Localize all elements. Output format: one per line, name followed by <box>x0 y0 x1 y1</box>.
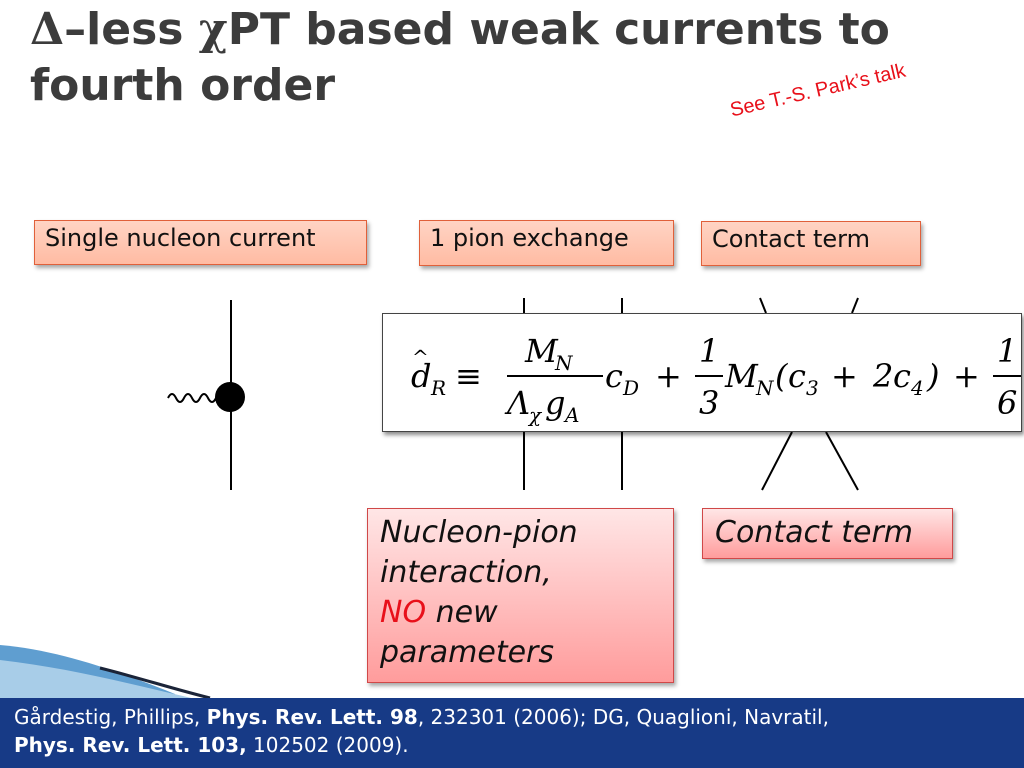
ref-journal2: Phys. Rev. Lett. 103, <box>14 733 247 757</box>
formula-plus1: + <box>655 357 682 395</box>
formula-frac2-num: 1 <box>699 332 719 370</box>
formula-lhs-d: d <box>411 357 431 395</box>
slide-title: Δ–less χPT based weak currents to fourth… <box>30 2 930 114</box>
ref-authors1: Gårdestig, Phillips, <box>14 705 207 729</box>
formula-c4: c <box>893 357 911 395</box>
contact-term-text: Contact term <box>715 515 914 550</box>
contact-line-top-left <box>759 297 767 314</box>
formula-frac1-den-gsub: A <box>563 403 579 427</box>
formula-two: 2 <box>872 357 893 395</box>
contact-line-bottom-right <box>825 431 859 491</box>
title-part2: PT based weak currents to fourth order <box>30 4 890 111</box>
formula-frac2-den: 3 <box>699 384 719 422</box>
title-chi: χ <box>198 4 228 55</box>
formula-c3-sub: 3 <box>806 376 819 400</box>
decorative-swoosh-dark <box>99 666 211 700</box>
np-line2: interaction, <box>380 555 552 590</box>
photon-wavy-line <box>167 393 224 403</box>
ref-rest2: 102502 (2009). <box>246 733 409 757</box>
formula-cD-sub: D <box>622 376 639 400</box>
ref-rest1: , 232301 (2006); DG, Quaglioni, Navratil… <box>417 705 829 729</box>
decorative-swoosh-light <box>0 660 200 700</box>
formula-paren-close: ) <box>926 357 939 395</box>
title-part1: –less <box>64 4 199 55</box>
reference-line1: Gårdestig, Phillips, Phys. Rev. Lett. 98… <box>14 703 1010 731</box>
formula-c3: c <box>788 357 806 395</box>
label-one-pion-exchange: 1 pion exchange <box>419 220 674 266</box>
label-single-nucleon-current: Single nucleon current <box>34 220 367 265</box>
formula-term2: M <box>724 357 759 395</box>
np-line1: Nucleon-pion <box>380 515 578 550</box>
formula-frac3-den: 6 <box>997 384 1017 422</box>
formula-svg: d ^ R ≡ M N Λ χ g A c D + 1 3 M N ( c 3 <box>411 332 1021 427</box>
nucleon-pion-interaction-box: Nucleon-pion interaction, NO new paramet… <box>367 508 674 683</box>
label-pion-text: 1 pion exchange <box>430 224 629 252</box>
formula-term2-sub: N <box>755 376 775 400</box>
formula-c4-sub: 4 <box>910 376 924 400</box>
formula-lhs-sub: R <box>430 376 446 400</box>
formula-hat: ^ <box>412 345 429 369</box>
reference-banner: Gårdestig, Phillips, Phys. Rev. Lett. 98… <box>0 698 1024 768</box>
np-no: NO <box>380 595 427 630</box>
label-contact-term: Contact term <box>701 221 921 266</box>
label-single-text: Single nucleon current <box>45 224 316 252</box>
formula-frac1-den-chi: χ <box>527 403 543 427</box>
formula-frac1-num: M <box>524 332 559 370</box>
contact-line-top-right <box>851 297 859 314</box>
formula-cD: c <box>605 357 623 395</box>
formula-frac3-num: 1 <box>997 332 1017 370</box>
formula-plus3: + <box>953 357 980 395</box>
formula-frac1-den-lambda: Λ <box>504 384 530 422</box>
formula-paren-open: ( <box>775 357 789 395</box>
formula-box: d ^ R ≡ M N Λ χ g A c D + 1 3 M N ( c 3 <box>382 313 1022 432</box>
formula-equiv: ≡ <box>455 357 482 395</box>
formula-frac1-num-sub: N <box>554 351 574 375</box>
formula-plus2: + <box>831 357 858 395</box>
contact-term-box: Contact term <box>702 508 953 559</box>
contact-line-bottom-left <box>761 431 793 491</box>
np-line4: parameters <box>380 635 555 670</box>
reference-line2: Phys. Rev. Lett. 103, 102502 (2009). <box>14 731 1010 759</box>
label-contact-text: Contact term <box>712 225 871 253</box>
formula-frac1-den-g: g <box>545 384 565 422</box>
title-delta: Δ <box>30 4 65 55</box>
np-line3: NO new <box>380 593 661 633</box>
vertex-dot <box>215 382 245 412</box>
np-new: new <box>426 595 498 630</box>
ref-journal1: Phys. Rev. Lett. 98 <box>206 705 418 729</box>
